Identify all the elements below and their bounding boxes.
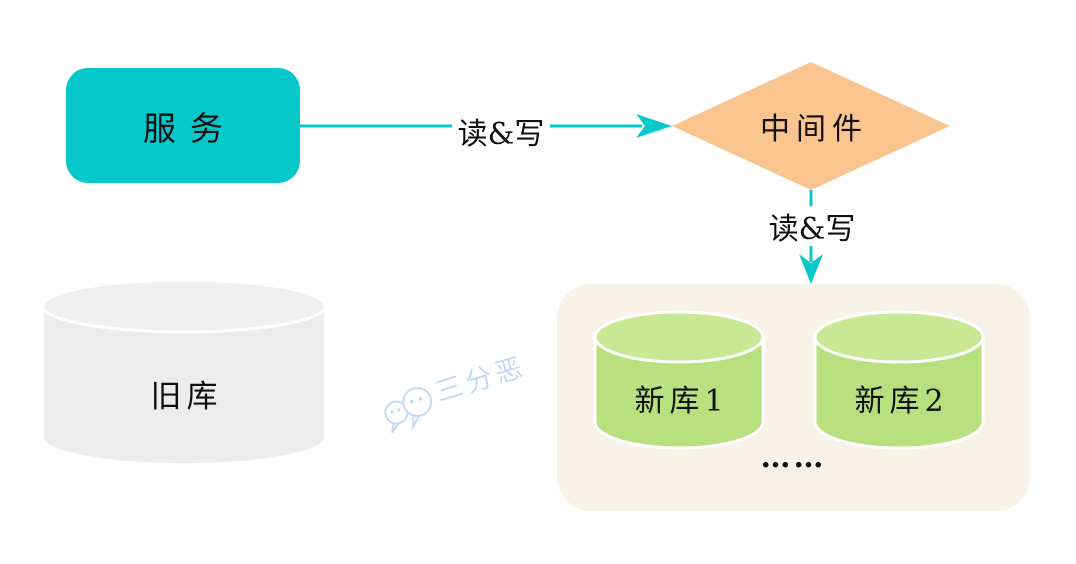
arrowhead-down-icon	[799, 254, 823, 284]
old-db-label: 旧库	[150, 378, 223, 415]
arrowhead-right-icon	[636, 114, 672, 138]
new-db-group: 新库1 新库2 ……	[557, 284, 1030, 511]
watermark-text: 三分恶	[432, 351, 530, 408]
watermark: 三分恶	[384, 351, 530, 434]
new-db-2-label-wrap: 新库2	[813, 310, 985, 450]
middleware-label-wrap: 中间件	[672, 62, 950, 190]
new-db-1-label-wrap: 新库1	[593, 310, 765, 450]
middleware-node	[672, 62, 950, 190]
middleware-label: 中间件	[760, 112, 868, 147]
new-db-2-node: 新库2	[813, 310, 985, 450]
database-cylinder-icon	[593, 310, 765, 450]
service-node: 服务	[66, 68, 300, 183]
wechat-bubbles-icon	[384, 386, 433, 434]
diamond-shape	[672, 62, 950, 190]
more-databases-ellipsis: ……	[760, 440, 827, 475]
new-db-2-label: 新库2	[854, 384, 949, 419]
read-write-label-horizontal: 读&写	[452, 111, 550, 152]
new-db-1-node: 新库1	[593, 310, 765, 450]
database-cylinder-icon	[41, 278, 327, 465]
database-cylinder-icon	[813, 310, 985, 450]
service-label: 服务	[143, 108, 237, 148]
old-db-node: 旧库	[40, 278, 328, 466]
new-db-1-label: 新库1	[634, 384, 729, 419]
read-write-label-vertical: 读&写	[765, 206, 859, 247]
old-db-label-wrap: 旧库	[40, 278, 328, 466]
